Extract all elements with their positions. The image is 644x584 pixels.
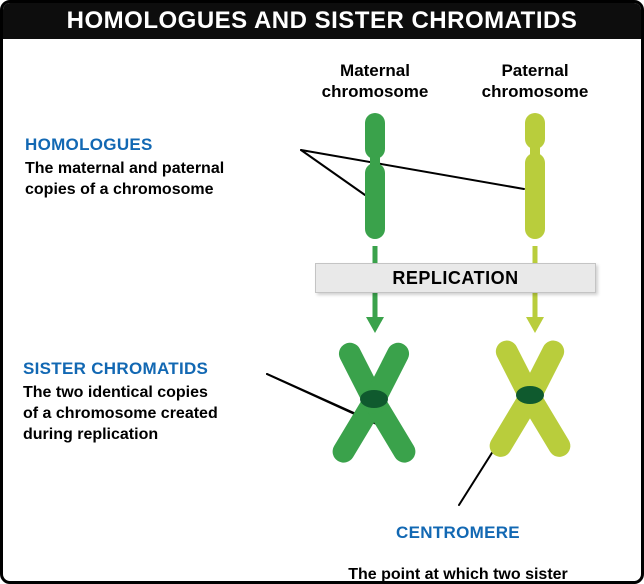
paternal-chromosome-label: Paternal chromosome [481,61,589,101]
maternal-centromere [360,390,388,408]
sister-chromatids-caption: SISTER CHROMATIDS The two identical copi… [23,359,283,445]
homologues-pointer-line-maternal [300,149,366,196]
homologues-description: The maternal and paternal copies of a ch… [25,160,225,198]
homologues-caption: HOMOLOGUES The maternal and paternal cop… [25,135,290,200]
centromere-caption: CENTROMERE The point at which two sister… [303,505,613,583]
paternal-centromere [516,386,544,404]
diagram-title: HOMOLOGUES AND SISTER CHROMATIDS [3,3,641,39]
replication-bar: REPLICATION [315,263,596,293]
homologues-pointer-line-paternal [300,149,525,190]
maternal-chromosome-label: Maternal chromosome [321,61,429,101]
homologues-pointer-lines [300,149,525,196]
homologues-heading: HOMOLOGUES [25,135,153,154]
centromere-heading: CENTROMERE [396,523,520,542]
sister-chromatids-description: The two identical copies of a chromosome… [23,384,218,443]
paternal-chromosome [525,113,545,239]
paternal-sister-chromatids [489,340,571,457]
maternal-chromosome [365,113,385,239]
maternal-sister-chromatids [332,342,416,463]
sister-chromatids-heading: SISTER CHROMATIDS [23,359,209,378]
replication-label: REPLICATION [392,267,519,288]
centromere-description: The point at which two sister chromatids… [348,566,568,583]
diagram-canvas [266,113,571,506]
